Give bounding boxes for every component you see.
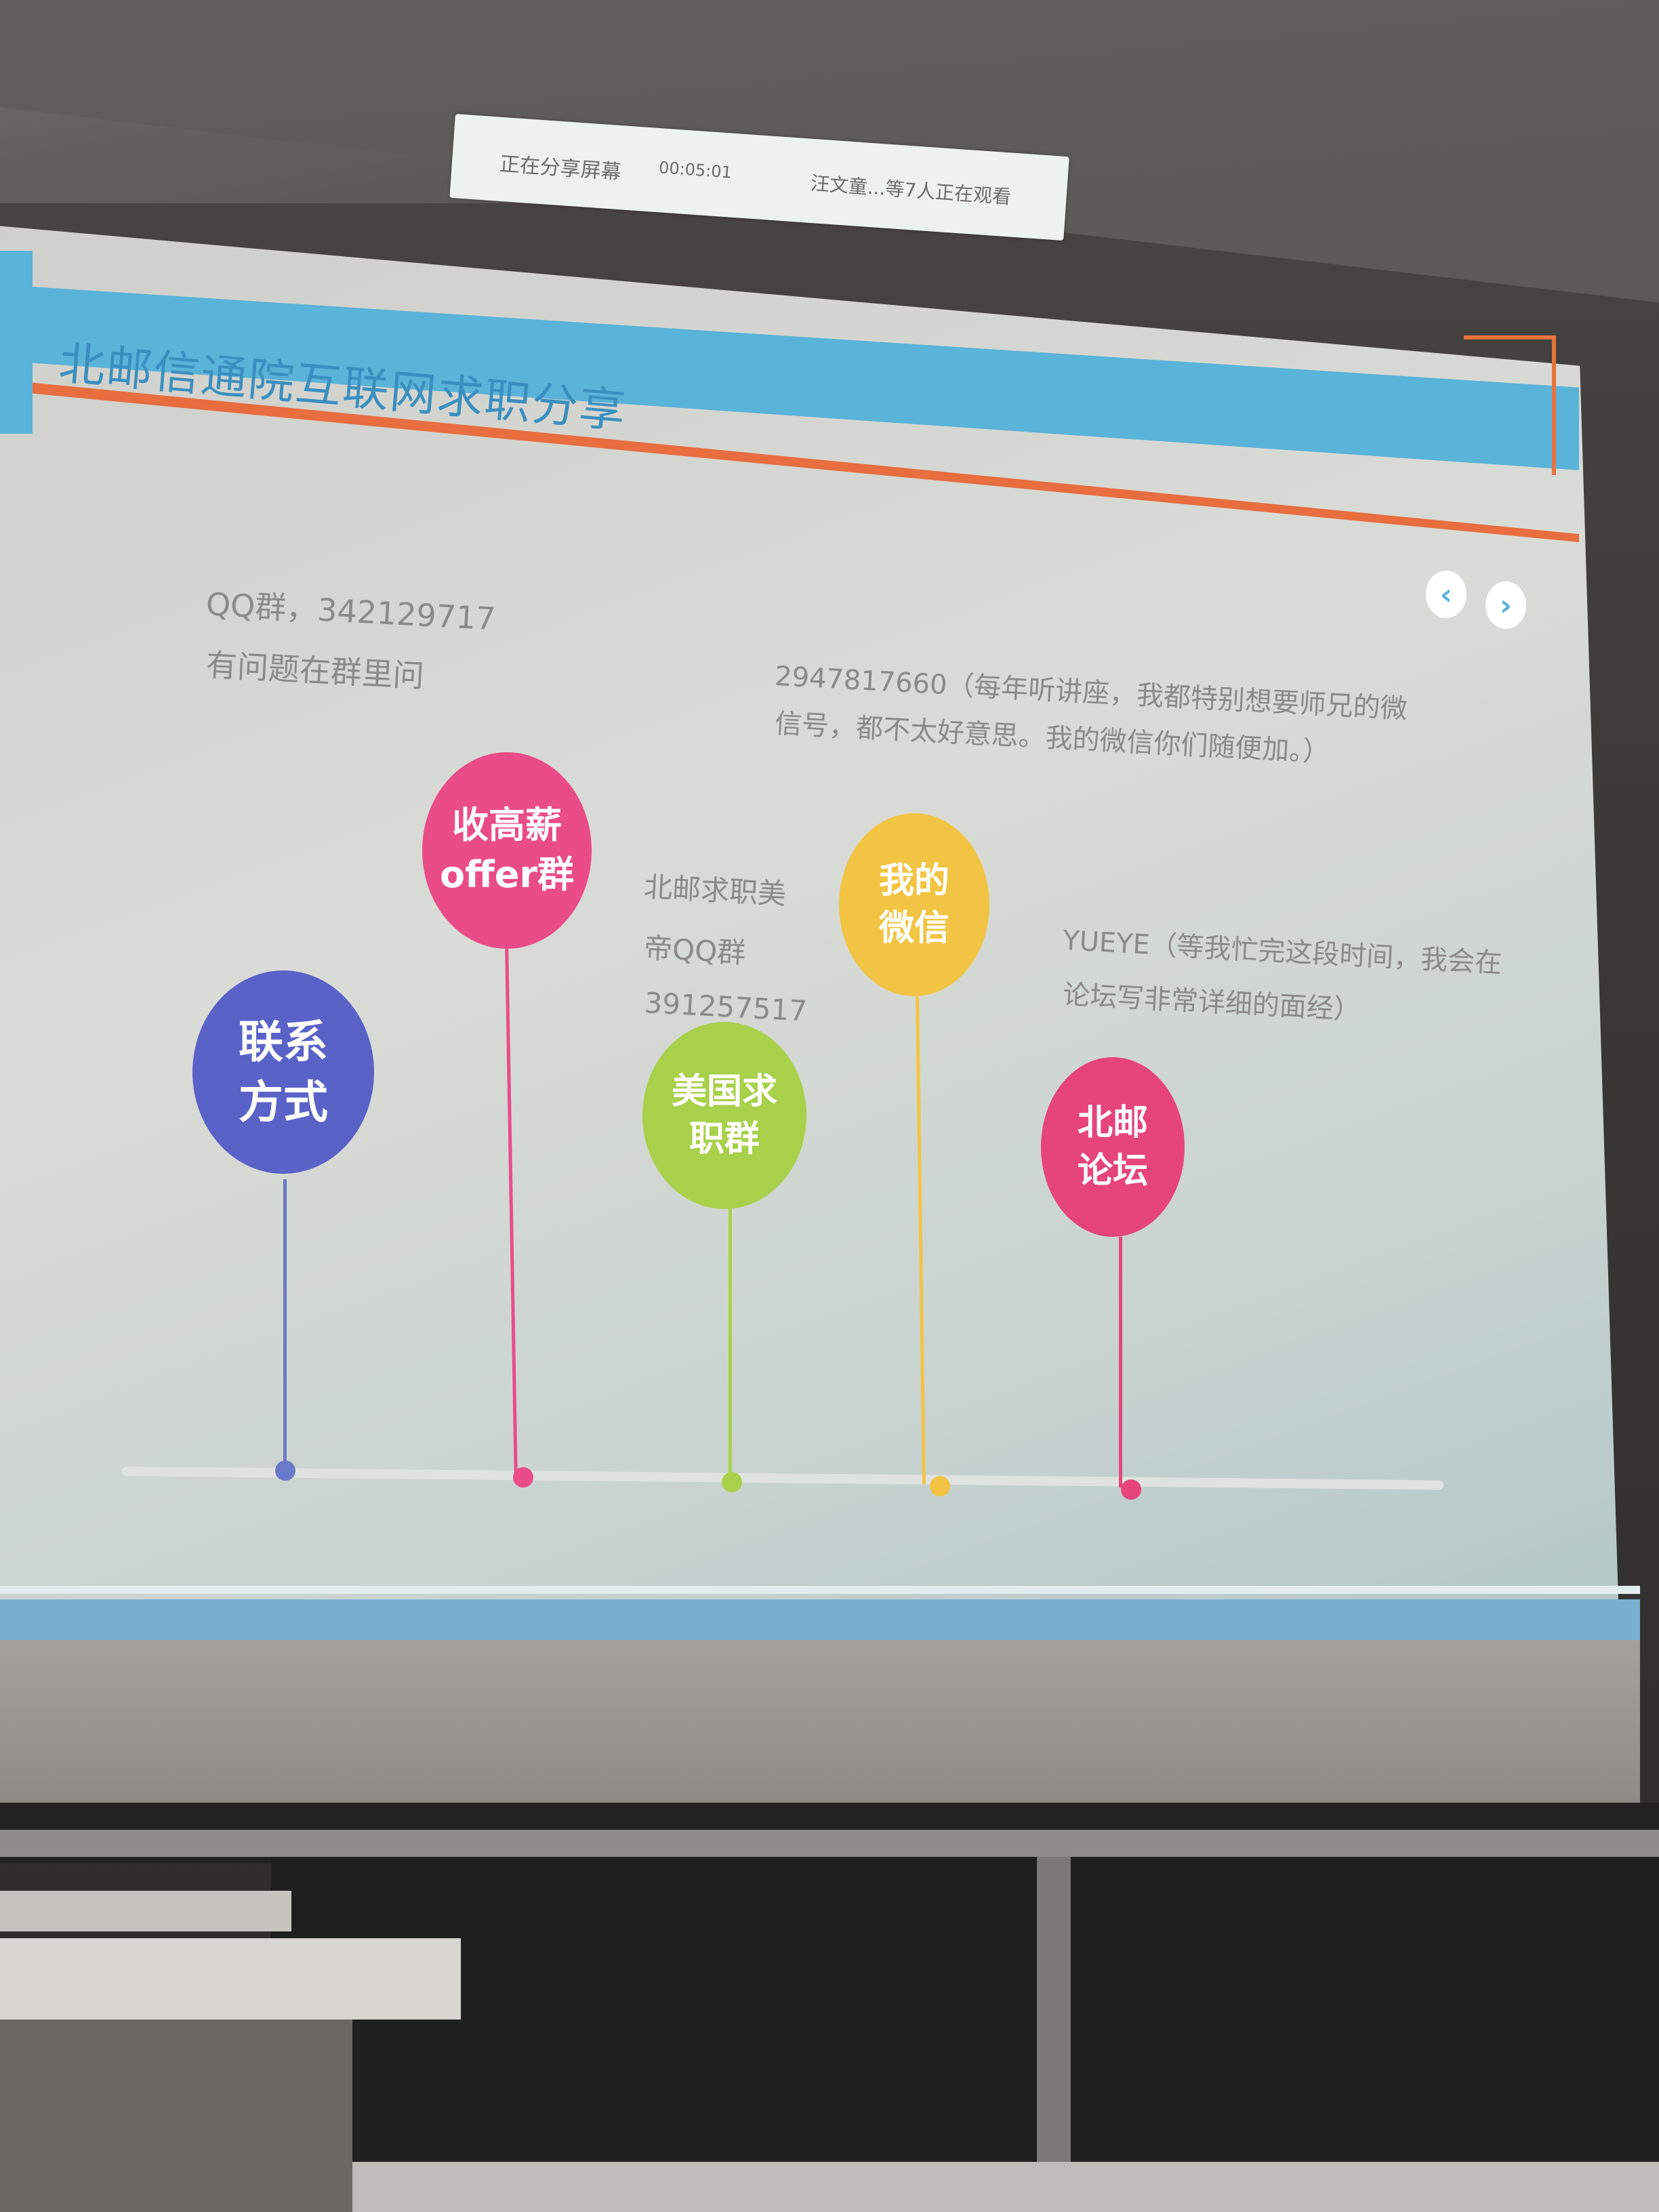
slide-corner-accent [1464, 335, 1556, 475]
circle-offer-group: 收高薪 offer群 [422, 752, 592, 949]
blackboard [271, 1857, 1659, 2212]
circle-contact-line2: 方式 [239, 1076, 328, 1128]
circle-forum-line1: 北邮 [1077, 1103, 1148, 1144]
chevron-left-icon[interactable]: ‹ [1426, 571, 1467, 618]
floor-strip [352, 2162, 1659, 2212]
slide-logo-block [0, 251, 33, 434]
us-group-text-line2: 帝QQ群 [642, 930, 747, 970]
timeline-dot [513, 1467, 533, 1488]
timeline-dot [1121, 1479, 1141, 1500]
timeline-stem [1119, 1237, 1122, 1488]
desk-body [0, 2020, 352, 2212]
circle-us-line1: 美国求 [671, 1071, 777, 1112]
circle-contact-line1: 联系 [239, 1015, 328, 1068]
blackboard-divider [1037, 1857, 1071, 2212]
timeline-stem [729, 1206, 732, 1484]
slide-footer-light-stripe [0, 1586, 1640, 1594]
desk-lip [0, 1891, 291, 1931]
circle-us-line2: 职群 [689, 1119, 760, 1160]
share-time: 00:05:01 [658, 158, 733, 182]
slide-footer-blue-stripe [0, 1599, 1640, 1640]
timeline-dot [275, 1460, 295, 1481]
desk-top [0, 1938, 461, 2020]
circle-forum: 北邮 论坛 [1041, 1057, 1185, 1237]
share-viewers: 汪文童...等7人正在观看 [809, 171, 1012, 209]
screen-bottom-margin [0, 1640, 1640, 1816]
circle-wechat: 我的 微信 [839, 813, 989, 996]
timeline-dot [722, 1472, 742, 1492]
timeline-stem [283, 1179, 287, 1477]
circle-contact: 联系 方式 [192, 970, 374, 1174]
circle-wechat-line1: 我的 [878, 860, 949, 901]
chevron-right-icon[interactable]: › [1486, 581, 1526, 629]
circle-offer-line2: offer群 [439, 853, 575, 896]
circle-offer-line1: 收高薪 [452, 804, 562, 847]
timeline-dot [930, 1476, 950, 1496]
circle-wechat-line2: 微信 [878, 908, 949, 949]
share-status: 正在分享屏幕 [498, 152, 622, 185]
circle-us-group: 美国求 职群 [642, 1022, 806, 1209]
us-group-text-line1: 北邮求职美 [642, 869, 787, 911]
blackboard-rail [0, 1830, 1659, 1857]
circle-forum-line2: 论坛 [1077, 1150, 1148, 1191]
